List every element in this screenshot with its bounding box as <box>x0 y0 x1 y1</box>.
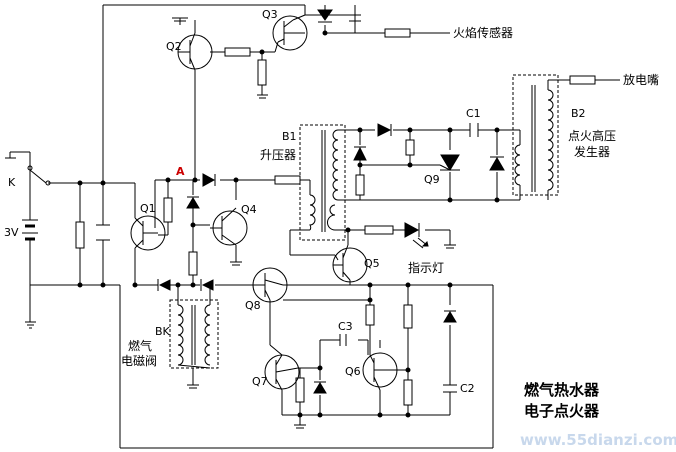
ground-symbols <box>5 17 456 429</box>
battery-label: 3V <box>4 226 19 239</box>
b2-name-line1: 点火高压 <box>568 128 616 143</box>
transistors <box>130 15 398 391</box>
junction-dots <box>77 12 500 418</box>
q8-label: Q8 <box>245 299 261 312</box>
bk-name-line2: 电磁阀 <box>121 353 157 368</box>
b2-name-line2: 发生器 <box>574 144 610 159</box>
transistor-q8 <box>252 267 288 303</box>
b2-label: B2 <box>571 107 586 120</box>
transistor-q6 <box>362 352 398 388</box>
b1-label: B1 <box>282 130 297 143</box>
switch-k <box>27 152 51 186</box>
transistor-q1 <box>130 215 166 251</box>
q5-label: Q5 <box>364 257 380 270</box>
title-line2: 电子点火器 <box>524 402 600 420</box>
wires <box>29 4 620 449</box>
battery-3v <box>22 219 38 244</box>
b1-name: 升压器 <box>260 148 296 162</box>
capacitors <box>96 14 479 400</box>
bk-name-line1: 燃气 <box>128 338 152 353</box>
bk-label: BK <box>155 325 171 338</box>
diodes <box>157 9 505 394</box>
indicator-lamp-label: 指示灯 <box>408 260 444 275</box>
c1-label: C1 <box>466 107 481 120</box>
thyristor-q9 <box>439 154 460 171</box>
q2-label: Q2 <box>166 40 182 53</box>
transistor-q3 <box>272 15 308 51</box>
q6-label: Q6 <box>345 365 361 378</box>
transformer-b2 <box>512 74 559 196</box>
q4-label: Q4 <box>241 203 257 216</box>
switch-label: K <box>8 176 16 189</box>
c3-label: C3 <box>338 320 353 333</box>
title-line1: 燃气热水器 <box>524 381 600 399</box>
q7-label: Q7 <box>252 375 268 388</box>
watermark: www.55dianzi.com <box>520 431 676 449</box>
c2-label: C2 <box>460 382 475 395</box>
transistor-q7 <box>264 354 300 390</box>
discharge-nozzle-label: 放电嘴 <box>623 72 659 87</box>
q1-label: Q1 <box>140 202 156 215</box>
q9-label: Q9 <box>424 173 440 186</box>
q3-label: Q3 <box>262 8 278 21</box>
flame-sensor-label: 火焰传感器 <box>453 25 513 40</box>
indicator-led <box>404 222 429 249</box>
transformer-b1 <box>299 124 346 241</box>
node-a-label: A <box>176 165 185 178</box>
solenoid-valve-bk <box>169 299 219 369</box>
